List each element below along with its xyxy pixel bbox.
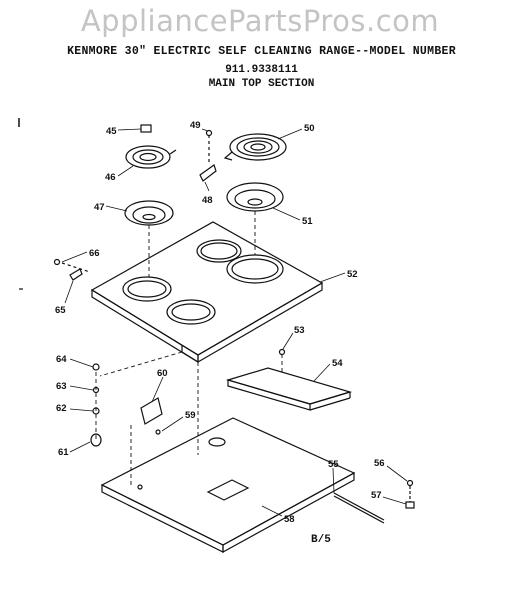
model-number: 911.9338111 — [225, 64, 298, 76]
label-46: 46 — [105, 172, 116, 183]
cooktop-main-top — [90, 221, 324, 364]
label-54: 54 — [332, 358, 343, 369]
element-receptacle — [199, 129, 217, 182]
label-leaders — [61, 128, 408, 517]
label-56: 56 — [374, 458, 385, 469]
diagram-title: KENMORE 30" ELECTRIC SELF CLEANING RANGE… — [67, 45, 456, 58]
label-60: 60 — [157, 368, 168, 379]
bracket-60 — [140, 397, 163, 435]
bottom-pan — [100, 417, 356, 554]
label-66: 66 — [89, 248, 100, 259]
label-48: 48 — [202, 195, 213, 206]
label-53: 53 — [294, 325, 305, 336]
label-47: 47 — [94, 202, 105, 213]
small-drip-pan — [124, 200, 174, 226]
label-45: 45 — [106, 126, 117, 137]
label-55: 55 — [328, 459, 339, 470]
section-title: MAIN TOP SECTION — [208, 78, 315, 90]
label-52: 52 — [347, 269, 358, 280]
large-drip-pan — [226, 182, 284, 212]
cooktop-hinge-parts — [53, 258, 91, 281]
label-58: 58 — [284, 514, 295, 525]
watermark: AppliancePartsPros.com — [80, 4, 440, 38]
label-65: 65 — [55, 305, 66, 316]
page-code: B/5 — [311, 534, 331, 546]
insulation-panel — [225, 367, 353, 411]
label-63: 63 — [56, 381, 67, 392]
label-62: 62 — [56, 403, 67, 414]
label-50: 50 — [304, 123, 315, 134]
label-51: 51 — [302, 216, 313, 227]
label-59: 59 — [185, 410, 196, 421]
support-rod — [333, 479, 415, 524]
label-57: 57 — [371, 490, 382, 501]
small-surface-element — [125, 145, 177, 169]
label-64: 64 — [56, 354, 67, 365]
part-number-labels: 45 46 47 48 49 50 51 52 53 54 55 56 57 5… — [55, 120, 385, 525]
label-49: 49 — [190, 120, 201, 131]
fastener-stack — [90, 363, 102, 447]
part-45-clip — [140, 124, 152, 133]
label-61: 61 — [58, 447, 69, 458]
dashed-leaders — [95, 211, 283, 485]
large-surface-element — [223, 133, 287, 161]
screw-53 — [278, 348, 286, 356]
